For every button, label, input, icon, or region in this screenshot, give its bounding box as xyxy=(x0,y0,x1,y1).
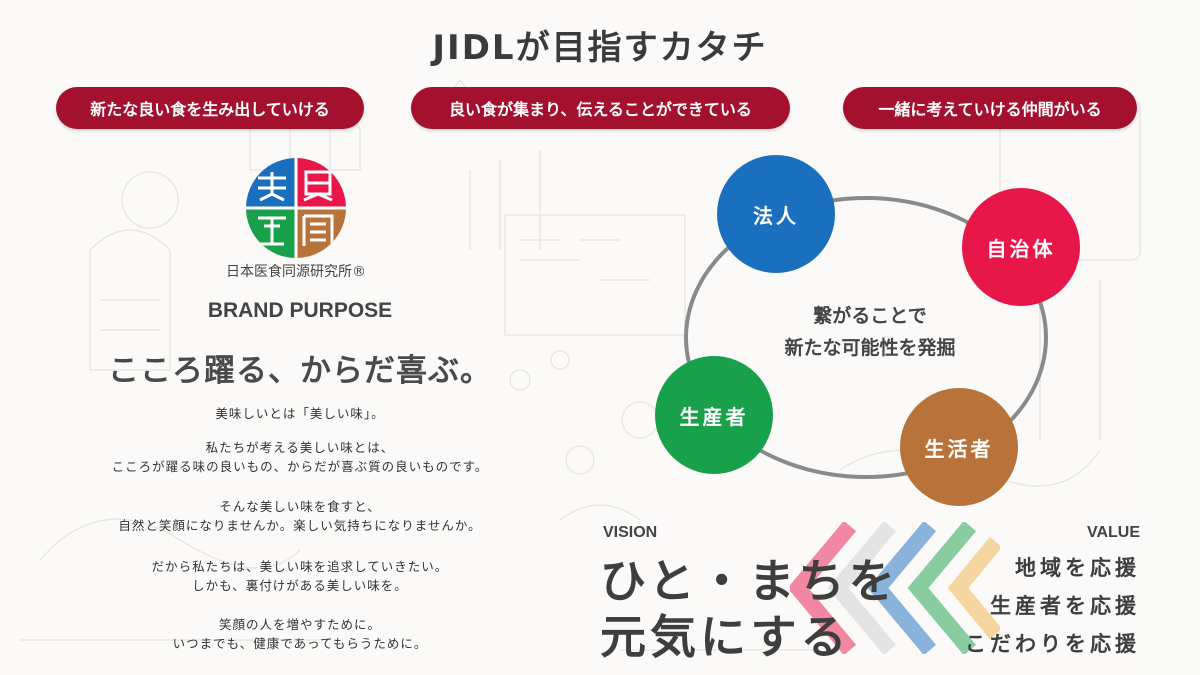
vision-statement-line: 元気にする xyxy=(600,610,851,664)
brand-lead: 美味しいとは「美しい味」。 xyxy=(215,406,385,421)
vision-label: VISION xyxy=(603,524,658,541)
value-item: こだわりを応援 xyxy=(965,632,1140,656)
brand-paragraph: そんな美しい味を食すと、 自然と笑顔になりませんか。楽しい気持ちになりませんか。 xyxy=(20,497,580,535)
pillar-badge-create: 新たな良い食を生み出していける xyxy=(56,87,364,129)
paragraph-line: 私たちが考える美しい味とは、 xyxy=(205,440,395,455)
paragraph-line: しかも、裏付けがある美しい味を。 xyxy=(192,578,408,593)
vision-statement-line: ひと・まちを xyxy=(600,554,899,608)
paragraph-line: いつまでも、健康であってもらうために。 xyxy=(172,636,428,651)
chevron-arrows-decoration xyxy=(790,522,1000,654)
center-line: 繋がることで xyxy=(813,305,927,327)
brand-paragraph: だから私たちは、美しい味を追求していきたい。 しかも、裏付けがある美しい味を。 xyxy=(20,557,580,595)
network-center-text: 繋がることで 新たな可能性を発掘 xyxy=(730,300,1010,364)
value-label: VALUE xyxy=(1086,524,1140,541)
org-name: 日本医食同源研究所® xyxy=(226,264,366,280)
brand-paragraph: 笑顔の人を増やすために。 いつまでも、健康であってもらうために。 xyxy=(20,615,580,653)
node-corporation: 法人 xyxy=(717,155,835,273)
node-consumer: 生活者 xyxy=(900,388,1018,506)
jidl-logo xyxy=(246,158,346,258)
node-producer: 生産者 xyxy=(655,356,773,474)
paragraph-line: こころが躍る味の良いもの、からだが喜ぶ質の良いものです。 xyxy=(111,459,489,474)
brand-purpose-statement: こころ躍る、からだ喜ぶ。 xyxy=(108,353,492,389)
center-line: 新たな可能性を発掘 xyxy=(784,337,956,359)
paragraph-line: そんな美しい味を食すと、 xyxy=(219,499,381,514)
value-item: 地域を応援 xyxy=(1015,556,1140,580)
pillar-badge-gather: 良い食が集まり、伝えることができている xyxy=(411,87,790,129)
value-item: 生産者を応援 xyxy=(990,594,1140,618)
brand-paragraph: 私たちが考える美しい味とは、 こころが躍る味の良いもの、からだが喜ぶ質の良いもの… xyxy=(20,438,580,476)
paragraph-line: 自然と笑顔になりませんか。楽しい気持ちになりませんか。 xyxy=(118,518,482,533)
pillar-badge-together: 一緒に考えていける仲間がいる xyxy=(843,87,1137,129)
node-municipality: 自治体 xyxy=(962,188,1080,306)
paragraph-line: 笑顔の人を増やすために。 xyxy=(218,617,381,632)
paragraph-line: だから私たちは、美しい味を追求していきたい。 xyxy=(151,559,449,574)
brand-purpose-label: BRAND PURPOSE xyxy=(207,299,393,322)
page-title: JIDLが目指すカタチ xyxy=(432,28,768,68)
network-ring xyxy=(684,196,1048,479)
